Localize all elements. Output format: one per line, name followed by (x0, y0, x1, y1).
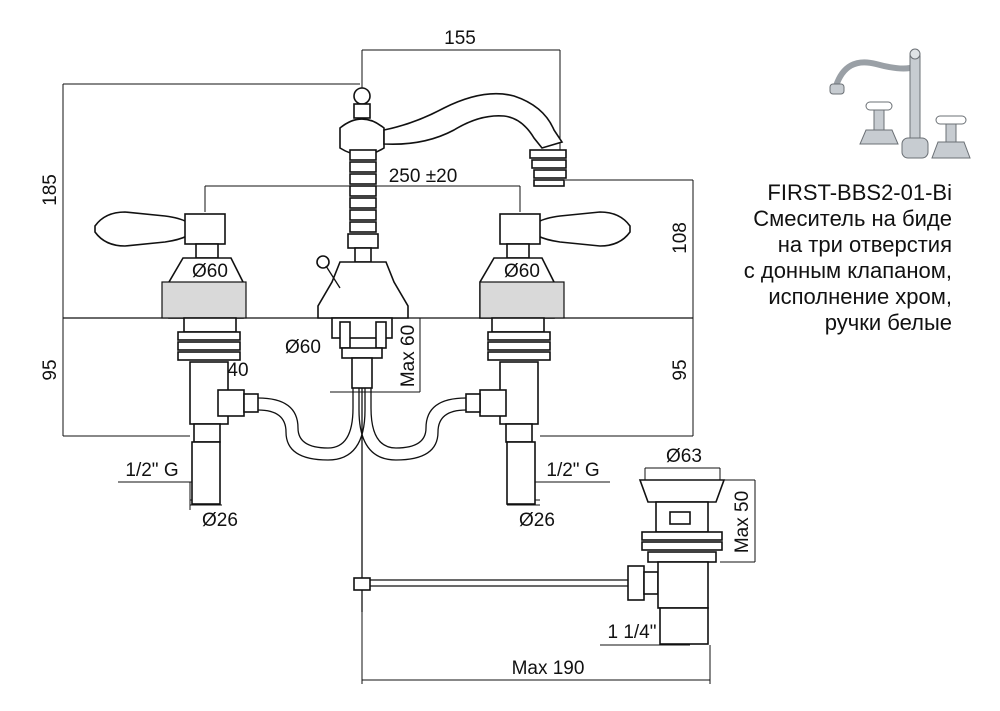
dim-max-deck: Max 60 (398, 325, 419, 387)
center-spout (316, 87, 567, 612)
dim-left-base: Ø60 (192, 261, 228, 282)
faucet-photo-icon (829, 48, 971, 159)
dim-left-thread: 1/2" G (125, 460, 178, 481)
dim-spout-reach: 155 (444, 28, 476, 49)
description-line: исполнение хром, (768, 284, 952, 309)
dim-right-pipe: Ø26 (519, 510, 555, 531)
dim-drain-thread: 1 1/4" (607, 622, 656, 643)
dim-right-thread: 1/2" G (546, 460, 599, 481)
product-description: FIRST-BBS2-01-Bi Смеситель на биде на тр… (712, 180, 952, 336)
product-model: FIRST-BBS2-01-Bi (767, 180, 952, 205)
left-valve (94, 211, 259, 505)
dim-spout-height: 108 (670, 222, 691, 254)
dim-hose-offset: 40 (227, 360, 248, 381)
right-valve (465, 211, 631, 505)
dim-right-below: 95 (670, 359, 691, 380)
dimension-labels: 155 185 250 ±20 108 Ø60 Ø60 Ø60 Max 60 9… (40, 28, 753, 679)
description-line: с донным клапаном, (743, 258, 952, 283)
dim-overall-height: 185 (40, 174, 61, 206)
dim-center-base: Ø60 (285, 337, 321, 358)
dim-center-spacing: 250 ±20 (389, 166, 458, 187)
dim-drain-max: Max 50 (732, 491, 753, 553)
dim-right-base: Ø60 (504, 261, 540, 282)
description-line: на три отверстия (777, 232, 952, 257)
description-line: ручки белые (824, 310, 952, 335)
dim-left-below: 95 (40, 359, 61, 380)
dim-drain-diameter: Ø63 (666, 446, 702, 467)
dim-pull-rod-max: Max 190 (512, 658, 585, 679)
drain-assembly (370, 479, 726, 645)
hoses (257, 368, 467, 461)
dim-left-pipe: Ø26 (202, 510, 238, 531)
description-line: Смеситель на биде (753, 206, 952, 231)
